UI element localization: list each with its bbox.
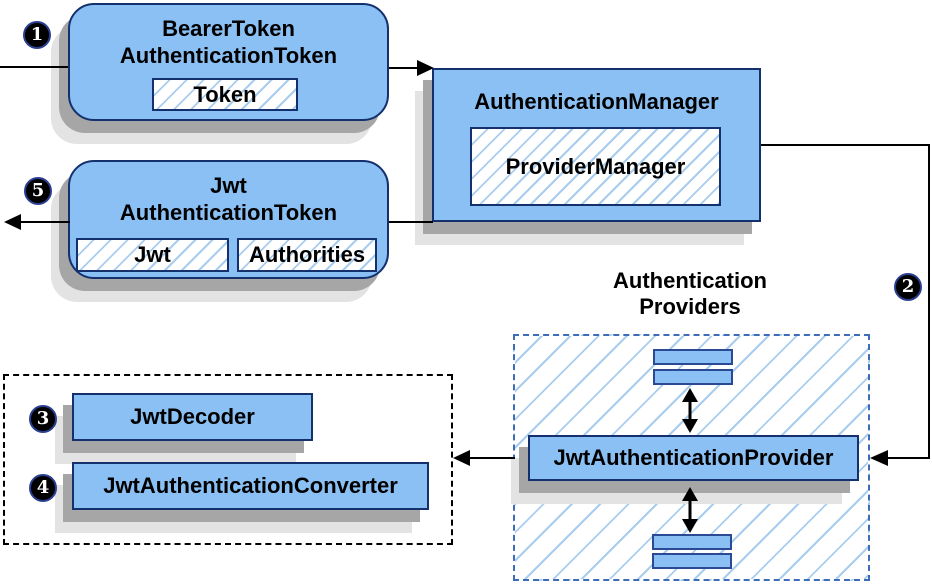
provider-manager-field: ProviderManager bbox=[470, 127, 721, 206]
providers-heading-line2: Providers bbox=[639, 294, 741, 319]
provider-placeholder-bar-bottom-1 bbox=[652, 534, 732, 550]
jwt-decoder-node: JwtDecoder bbox=[72, 393, 313, 441]
step-badge-3: 3 bbox=[29, 405, 57, 433]
token-field-label: Token bbox=[193, 81, 257, 107]
bearer-token-title-line1: BearerToken bbox=[162, 16, 295, 41]
manager-to-provider-arrowhead bbox=[870, 450, 888, 466]
authentication-manager-title: AuthenticationManager bbox=[474, 89, 719, 114]
jwt-authentication-converter-node: JwtAuthenticationConverter bbox=[72, 462, 429, 510]
jwt-authentication-converter-label: JwtAuthenticationConverter bbox=[103, 473, 398, 498]
jwt-decoder-label: JwtDecoder bbox=[130, 404, 255, 429]
provider-placeholder-bar-bottom-2 bbox=[652, 553, 732, 569]
jwt-authentication-provider-label: JwtAuthenticationProvider bbox=[553, 445, 834, 470]
bearer-token-title: BearerToken AuthenticationToken bbox=[68, 15, 389, 69]
provider-placeholder-bar-top-1 bbox=[653, 349, 733, 365]
bearer-token-title-line2: AuthenticationToken bbox=[119, 43, 338, 68]
token-field: Token bbox=[152, 78, 298, 111]
jwt-authentication-token-title: Jwt AuthenticationToken bbox=[68, 172, 389, 226]
step-badge-4: 4 bbox=[29, 474, 57, 502]
jwt-field-label: Jwt bbox=[134, 242, 171, 267]
authorities-field-label: Authorities bbox=[248, 242, 366, 267]
provider-to-decoder-arrowhead bbox=[453, 450, 470, 466]
providers-group-heading: Authentication Providers bbox=[540, 268, 840, 320]
jwt-authentication-provider-node: JwtAuthenticationProvider bbox=[528, 435, 859, 481]
response-out-arrowhead bbox=[4, 214, 21, 230]
provider-placeholder-bar-top-2 bbox=[653, 369, 733, 385]
jwt-authentication-token-title-line2: AuthenticationToken bbox=[119, 200, 338, 225]
step-badge-1: 1 bbox=[23, 21, 51, 49]
providers-heading-line1: Authentication bbox=[613, 268, 767, 293]
step-badge-5: 5 bbox=[24, 177, 52, 205]
provider-manager-label: ProviderManager bbox=[505, 153, 686, 179]
jwt-field: Jwt bbox=[76, 238, 229, 272]
authorities-field: Authorities bbox=[237, 238, 377, 272]
step-badge-2: 2 bbox=[894, 273, 922, 301]
jwt-authentication-token-title-line1: Jwt bbox=[210, 173, 247, 198]
